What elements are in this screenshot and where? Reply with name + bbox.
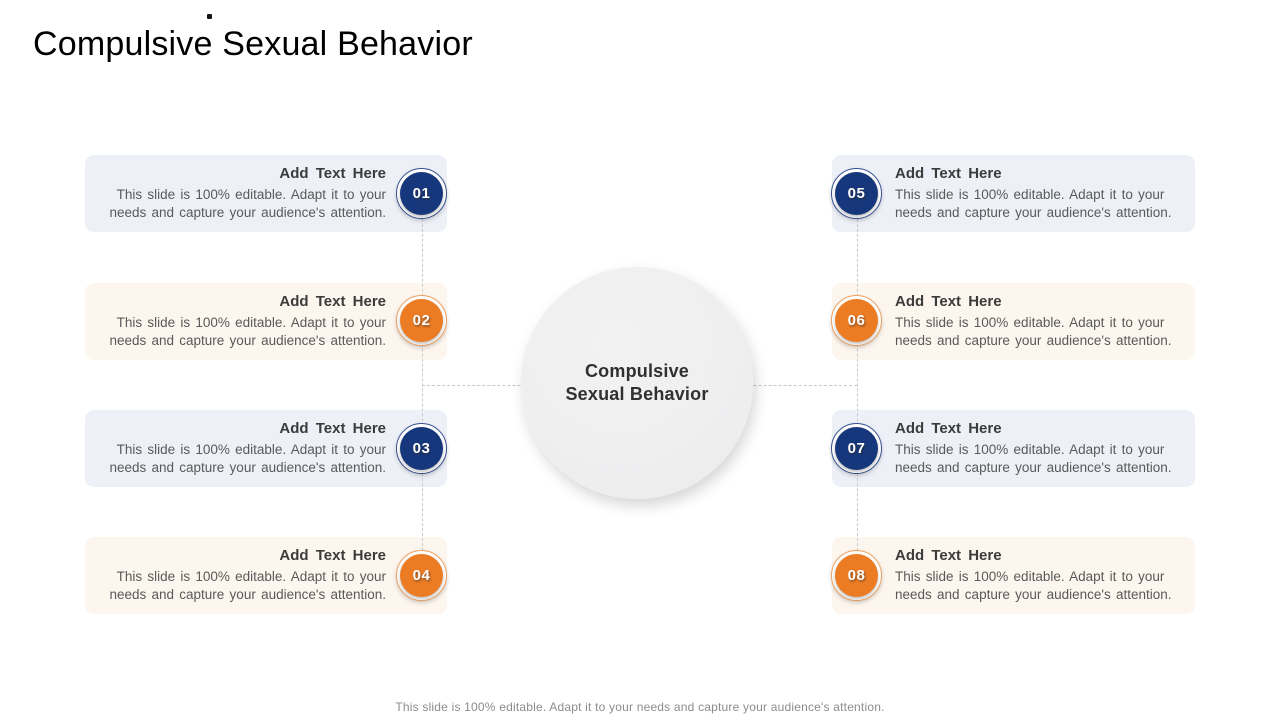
connector-vertical-right	[857, 194, 858, 576]
center-hub-label: Compulsive Sexual Behavior	[565, 361, 709, 404]
card-body: This slide is 100% editable. Adapt it to…	[109, 315, 386, 348]
card-heading: Add Text Here	[279, 293, 386, 310]
card-heading: Add Text Here	[279, 165, 386, 182]
step-circle-06: 06	[831, 295, 882, 346]
info-card-08: Add Text Here This slide is 100% editabl…	[832, 537, 1195, 614]
step-circle-04: 04	[396, 550, 447, 601]
card-heading: Add Text Here	[279, 420, 386, 437]
card-heading: Add Text Here	[895, 293, 1002, 310]
info-card-06: Add Text Here This slide is 100% editabl…	[832, 283, 1195, 360]
card-heading: Add Text Here	[895, 165, 1002, 182]
step-circle-03: 03	[396, 423, 447, 474]
card-heading: Add Text Here	[895, 547, 1002, 564]
card-body: This slide is 100% editable. Adapt it to…	[895, 187, 1172, 220]
step-number: 01	[400, 172, 443, 215]
step-circle-01: 01	[396, 168, 447, 219]
info-card-03: Add Text Here This slide is 100% editabl…	[85, 410, 447, 487]
card-body: This slide is 100% editable. Adapt it to…	[895, 315, 1172, 348]
step-number: 06	[835, 299, 878, 342]
step-number: 04	[400, 554, 443, 597]
center-hub-circle: Compulsive Sexual Behavior	[521, 267, 753, 499]
card-body: This slide is 100% editable. Adapt it to…	[109, 442, 386, 475]
card-body: This slide is 100% editable. Adapt it to…	[895, 442, 1172, 475]
info-card-04: Add Text Here This slide is 100% editabl…	[85, 537, 447, 614]
info-card-05: Add Text Here This slide is 100% editabl…	[832, 155, 1195, 232]
card-body: This slide is 100% editable. Adapt it to…	[109, 187, 386, 220]
card-heading: Add Text Here	[279, 547, 386, 564]
card-body: This slide is 100% editable. Adapt it to…	[109, 569, 386, 602]
step-number: 07	[835, 427, 878, 470]
slide-title: Compulsive Sexual Behavior	[33, 25, 473, 63]
footer-note: This slide is 100% editable. Adapt it to…	[395, 700, 885, 714]
card-heading: Add Text Here	[895, 420, 1002, 437]
artifact-dot	[207, 14, 212, 19]
step-number: 05	[835, 172, 878, 215]
step-circle-07: 07	[831, 423, 882, 474]
step-circle-02: 02	[396, 295, 447, 346]
step-circle-08: 08	[831, 550, 882, 601]
info-card-07: Add Text Here This slide is 100% editabl…	[832, 410, 1195, 487]
info-card-02: Add Text Here This slide is 100% editabl…	[85, 283, 447, 360]
card-body: This slide is 100% editable. Adapt it to…	[895, 569, 1172, 602]
step-number: 03	[400, 427, 443, 470]
info-card-01: Add Text Here This slide is 100% editabl…	[85, 155, 447, 232]
step-number: 02	[400, 299, 443, 342]
step-circle-05: 05	[831, 168, 882, 219]
step-number: 08	[835, 554, 878, 597]
